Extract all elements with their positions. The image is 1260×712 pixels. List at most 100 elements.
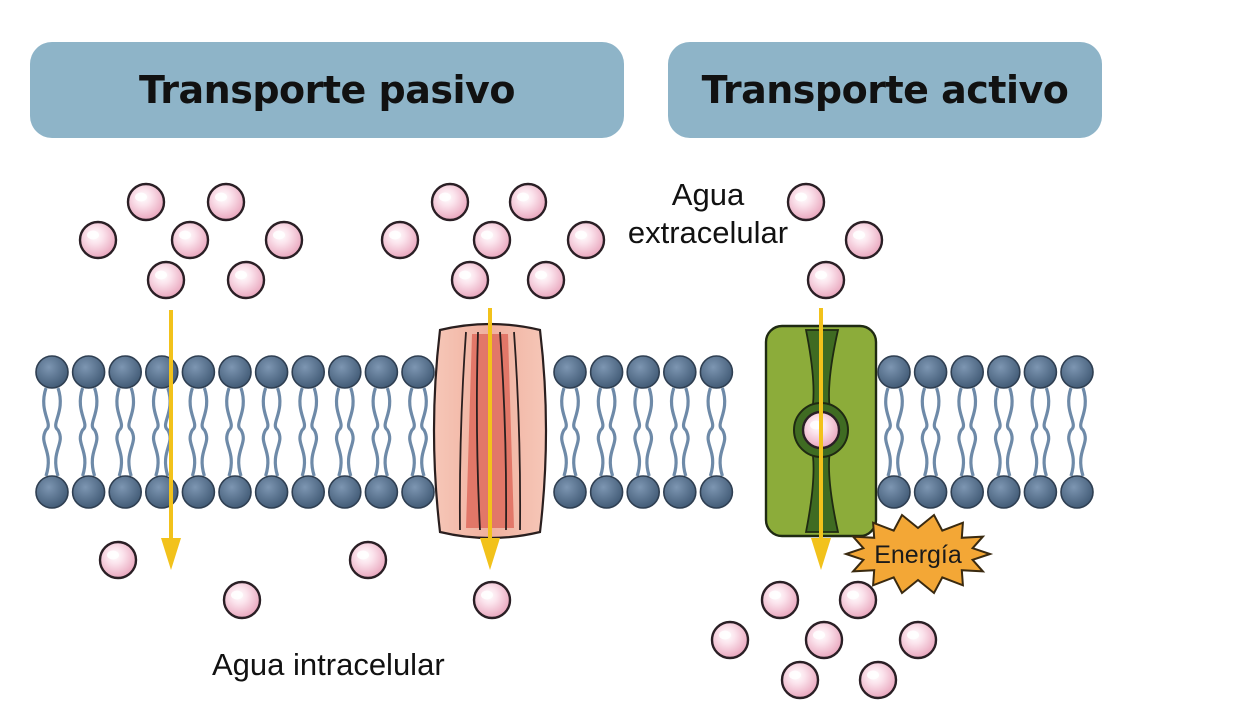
phospholipid-head (626, 355, 661, 389)
lipid-tail (957, 387, 966, 477)
water-molecule-icon (804, 620, 844, 660)
water-molecule-body (206, 182, 246, 222)
lipid-tail (371, 387, 380, 477)
water-molecule-body (472, 220, 512, 260)
water-molecule-highlight (155, 270, 167, 280)
phospholipid-head (181, 355, 216, 389)
lipid-tail (645, 387, 654, 477)
lipid-tail (408, 387, 416, 477)
lipid-tail (969, 387, 978, 477)
water-molecule-icon (226, 260, 266, 300)
phospholipid-head (364, 355, 399, 389)
water-molecule-icon (430, 182, 470, 222)
water-molecule-body (508, 182, 548, 222)
passive-transport-title: Transporte pasivo (139, 68, 515, 112)
phospholipid-head (589, 475, 624, 509)
phospholipid-head (401, 475, 435, 509)
water-molecule-highlight (853, 230, 865, 240)
water-molecule-body (472, 580, 512, 620)
phospholipid-head (1060, 475, 1094, 509)
extracellular-label-line2: extracelular (627, 215, 789, 250)
phospholipid-head (986, 475, 1021, 509)
phospholipid-head (254, 355, 289, 389)
lipid-tail (188, 387, 197, 477)
water-molecule-icon (526, 260, 566, 300)
water-molecule-highlight (107, 550, 119, 560)
phospholipid-head (327, 355, 362, 389)
water-molecule-icon (206, 182, 246, 222)
phospholipid-head (662, 355, 697, 389)
water-molecule-icon (710, 620, 750, 660)
water-molecule-highlight (795, 192, 807, 202)
water-molecule-body (348, 540, 388, 580)
lipid-tail (884, 387, 892, 477)
water-molecule-highlight (575, 230, 587, 240)
water-molecule-highlight (847, 590, 859, 600)
water-molecule-body (858, 660, 898, 700)
water-molecule-body (898, 620, 938, 660)
water-molecule-body (450, 260, 490, 300)
active-transport-title: Transporte activo (701, 68, 1069, 112)
water-molecule-body (126, 182, 166, 222)
water-molecule-highlight (235, 270, 247, 280)
water-molecule-body (566, 220, 606, 260)
lipid-tail (706, 387, 715, 477)
lipid-tails (42, 387, 1087, 477)
lipid-tail (932, 387, 941, 477)
water-molecule-highlight (719, 630, 731, 640)
lipid-tail (1030, 387, 1039, 477)
water-molecule-icon (508, 182, 548, 222)
water-molecule-highlight (389, 230, 401, 240)
water-molecule-icon (380, 220, 420, 260)
lipid-tail (993, 387, 1002, 477)
water-molecule-highlight (789, 670, 801, 680)
channel-subunit-edge (513, 331, 522, 531)
lipid-tail (420, 387, 428, 477)
water-molecule-icon (566, 220, 606, 260)
phospholipid-head (108, 475, 142, 509)
extracellular-label-line1: Agua (671, 177, 745, 212)
lipid-tail (346, 387, 355, 477)
lipid-tail (1005, 387, 1014, 477)
phospholipid-head (291, 355, 326, 389)
extracellular-water-label: Agua extracelular (618, 176, 798, 252)
arrow-down-icon (811, 308, 831, 570)
lipid-tail (633, 387, 642, 477)
phospholipid-heads (35, 355, 1094, 509)
phospholipid-head (401, 355, 435, 389)
lipid-tail (90, 387, 99, 477)
lipid-tail (225, 387, 233, 477)
water-molecule-icon (898, 620, 938, 660)
water-molecule-highlight (273, 230, 285, 240)
water-molecule-icon (78, 220, 118, 260)
water-molecule-highlight (135, 192, 147, 202)
water-molecule-body (430, 182, 470, 222)
lipid-tail (1067, 387, 1075, 477)
phospholipid-head (218, 355, 252, 389)
active-transport-header: Transporte activo (668, 42, 1102, 138)
lipid-tail (151, 387, 160, 477)
water-molecule-body (786, 182, 826, 222)
water-molecule-highlight (535, 270, 547, 280)
phospholipid-head (877, 355, 911, 389)
arrow-head (480, 538, 500, 570)
channel-subunit-edge (499, 331, 508, 531)
water-molecule-body (78, 220, 118, 260)
phospholipid-head (1023, 355, 1058, 389)
lipid-tail (115, 387, 124, 477)
water-molecule-icon (222, 580, 262, 620)
water-molecule-icon (264, 220, 304, 260)
water-molecule-icon (98, 540, 138, 580)
water-molecule-highlight (179, 230, 191, 240)
water-molecule-highlight (87, 230, 99, 240)
water-molecule-icon (838, 580, 878, 620)
water-molecule-body (226, 260, 266, 300)
phospholipid-head (364, 475, 399, 509)
lipid-tail (681, 387, 690, 477)
lipid-tail (273, 387, 282, 477)
water-molecule-body (844, 220, 884, 260)
lipid-tail (334, 387, 343, 477)
arrow-down-icon (161, 310, 181, 570)
